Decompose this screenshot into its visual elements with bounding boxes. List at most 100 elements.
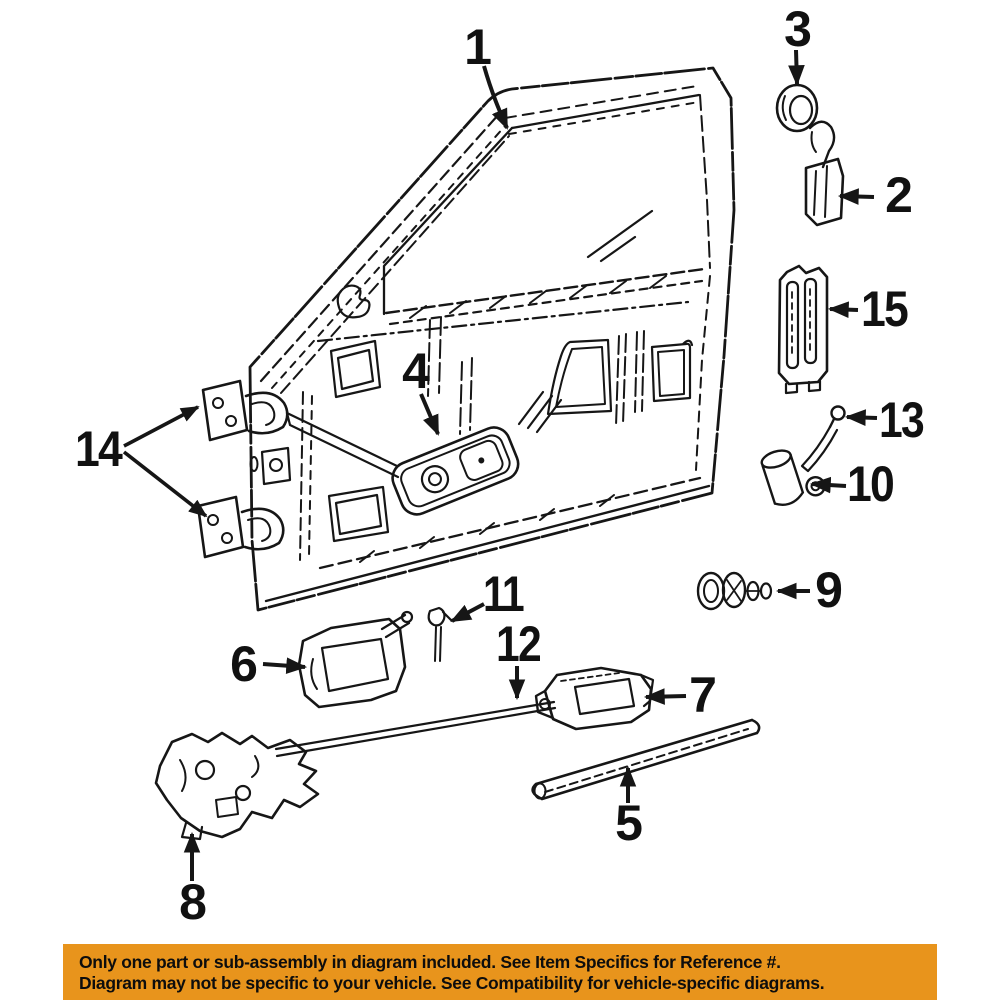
window-opening-edge	[510, 93, 701, 130]
callout-2: 2	[837, 167, 913, 223]
part-14-hinges	[196, 379, 289, 559]
disclaimer-line-2: Diagram may not be specific to your vehi…	[79, 972, 825, 993]
callout-2-number: 2	[885, 167, 911, 223]
part-10-cylinder	[760, 449, 826, 506]
callout-3-number: 3	[784, 1, 810, 57]
window-opening-edge	[382, 126, 514, 316]
callout-13-arrow	[844, 409, 878, 426]
mirror-mount-hole	[336, 284, 371, 319]
glass-reflection	[586, 209, 654, 263]
bezel-inner	[400, 434, 511, 508]
belt-line	[384, 267, 706, 315]
part-11-clip	[427, 606, 453, 662]
part-3-lock-knob-disc	[775, 83, 819, 133]
upper-hinge-strap	[244, 391, 289, 435]
disclaimer-banner: Only one part or sub-assembly in diagram…	[63, 944, 937, 1000]
callout-5: 5	[615, 765, 644, 851]
callout-8: 8	[179, 831, 208, 930]
edge-plate	[260, 446, 292, 486]
bezel-knob	[427, 472, 442, 487]
callout-5-number: 5	[615, 795, 642, 851]
callout-7: 7	[643, 667, 717, 723]
callout-10-arrow	[809, 476, 847, 494]
callout-13-number: 13	[879, 392, 923, 448]
callout-6-arrow	[262, 657, 308, 674]
callout-15-arrow	[827, 301, 859, 318]
callout-15: 15	[827, 281, 910, 337]
inner-panel-left	[299, 391, 304, 561]
panel-cutout	[650, 339, 694, 403]
callout-11-arrow	[450, 602, 485, 623]
edge-hole	[249, 456, 259, 472]
glass-run-channel	[508, 101, 700, 135]
callout-4: 4	[402, 343, 440, 436]
callout-4-number: 4	[402, 343, 430, 399]
bezel-outer	[391, 426, 520, 516]
bezel-dot	[478, 457, 485, 464]
callout-14: 14	[75, 405, 208, 518]
lower-hinge-strap	[247, 517, 272, 542]
part-13-ball-stud-rod	[800, 405, 846, 473]
panel-stiffeners	[427, 316, 645, 435]
callout-10-number: 10	[847, 456, 893, 512]
regulator-cutout	[546, 338, 613, 416]
part-8-door-latch	[154, 731, 320, 841]
door-bottom-edge	[264, 484, 711, 603]
callout-10: 10	[809, 456, 895, 512]
part-15-slotted-bracket	[777, 264, 829, 395]
lower-hinge-plate	[196, 495, 245, 559]
callout-6-number: 6	[230, 636, 256, 692]
callout-11: 11	[450, 566, 526, 623]
inner-panel-left	[308, 395, 313, 557]
regulator-cutout-inner	[555, 346, 606, 408]
belt-line	[388, 279, 704, 326]
callout-14-arrow-lower	[122, 450, 208, 518]
pillar-line	[271, 125, 506, 389]
part-6-inside-handle-housing	[297, 610, 414, 709]
callout-15-number: 15	[861, 281, 908, 337]
part-2-lock-bracket	[804, 120, 845, 227]
callout-9-number: 9	[815, 562, 841, 618]
panel-cutout	[329, 339, 382, 399]
upper-hinge-strap	[251, 401, 276, 426]
edge-hole	[269, 458, 283, 472]
callout-4-arrow	[419, 393, 440, 436]
callout-12-number: 12	[496, 616, 540, 672]
hinge-bolt	[221, 532, 233, 544]
callout-2-arrow	[837, 188, 875, 205]
pillar-line	[280, 135, 510, 394]
callout-14-arrow-upper	[123, 405, 200, 448]
callout-6: 6	[230, 636, 308, 692]
bezel-knob	[420, 465, 450, 494]
glass-run-channel	[504, 85, 698, 119]
frame-right-inner	[699, 94, 711, 269]
inner-panel-bottom	[318, 476, 702, 570]
hinge-bolt	[225, 415, 237, 427]
callout-1-arrow	[482, 65, 509, 130]
callout-13: 13	[844, 392, 925, 448]
door-right-inner	[695, 275, 711, 471]
door-assembly-drawing	[248, 66, 736, 612]
callout-8-number: 8	[179, 874, 206, 930]
callouts: 1 2 3 4 5 6 7 8	[75, 1, 925, 930]
panel-hatch	[359, 494, 615, 563]
panel-cutout-inner	[657, 349, 685, 397]
callout-9: 9	[775, 562, 843, 618]
inner-panel-top	[316, 300, 690, 343]
pillar-line	[259, 112, 501, 383]
callout-3-arrow	[788, 49, 805, 87]
callout-14-number: 14	[75, 421, 123, 477]
exploded-diagram-svg: 1 2 3 4 5 6 7 8	[75, 1, 925, 930]
part-9-knob-washers	[696, 571, 773, 611]
panel-cutout	[327, 485, 390, 543]
part-12-lock-rod	[274, 700, 557, 758]
upper-hinge-plate	[201, 379, 249, 442]
part-4-armrest-bezel	[391, 426, 520, 516]
callout-1-number: 1	[464, 19, 491, 75]
callout-7-arrow	[643, 688, 687, 705]
panel-hatch	[517, 390, 563, 434]
bezel-cup	[459, 439, 504, 481]
door-pull-strip	[285, 411, 400, 479]
hinge-bolt	[207, 514, 219, 526]
